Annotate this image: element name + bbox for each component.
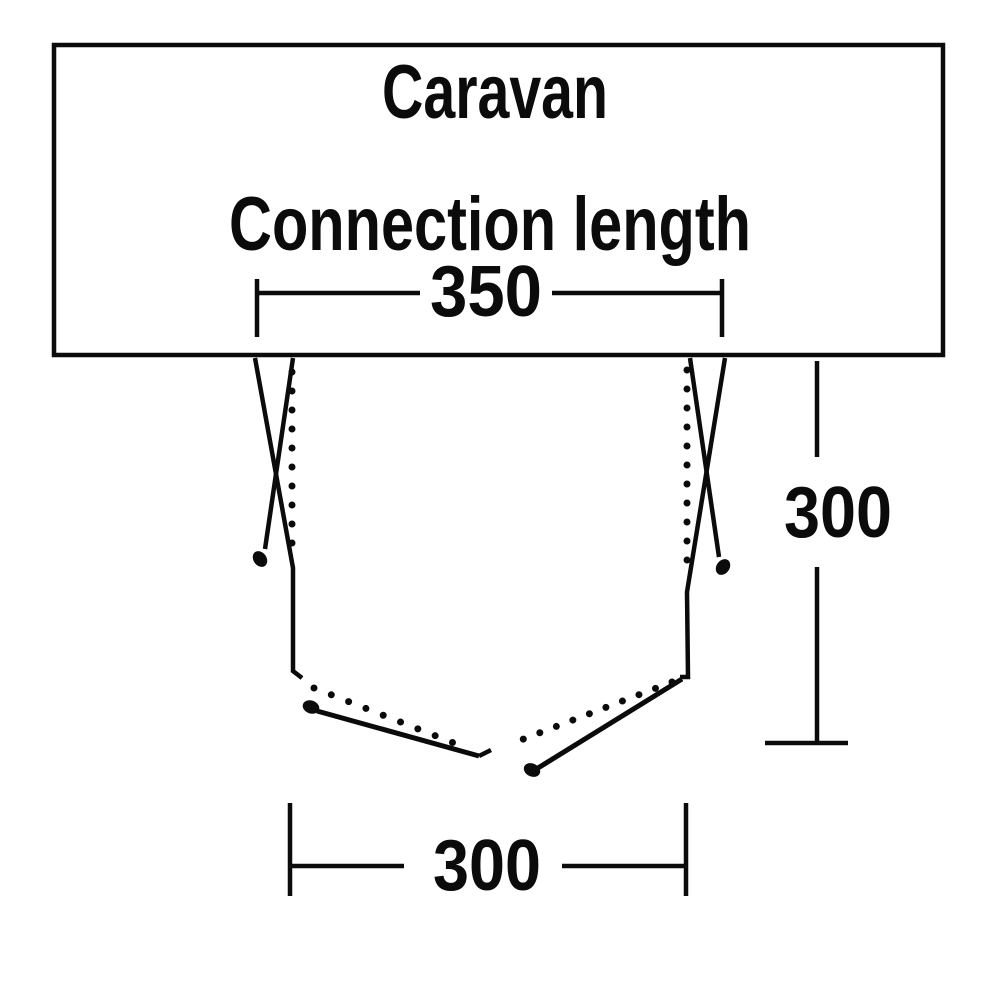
dim-depth-300: 300 xyxy=(765,361,892,746)
tent-peg-icon xyxy=(252,551,268,567)
tent-peg-icon xyxy=(302,700,320,714)
awning-left-wall xyxy=(252,357,304,680)
dim-front-300: 300 xyxy=(287,803,689,906)
awning-outline-dotted-front-right xyxy=(504,678,676,749)
awning-left-side xyxy=(252,357,493,759)
guy-line-right xyxy=(687,357,722,558)
front-left-guy-end-tick xyxy=(477,747,493,759)
connection-length-label: Connection length xyxy=(229,182,751,267)
guy-line-left xyxy=(262,357,296,550)
caravan-box xyxy=(51,42,946,358)
dim-depth-value: 300 xyxy=(784,473,892,553)
dim-350-value: 350 xyxy=(430,252,542,332)
dim-connection-350: 350 xyxy=(254,252,725,337)
tent-peg-icon xyxy=(523,763,541,777)
tent-peg-icon xyxy=(715,559,731,575)
front-left-guy-line xyxy=(316,708,480,759)
dim-front-value: 300 xyxy=(433,826,541,906)
awning-right-side xyxy=(504,357,731,777)
front-right-guy-line xyxy=(536,676,684,771)
caravan-label: Caravan xyxy=(382,50,608,135)
